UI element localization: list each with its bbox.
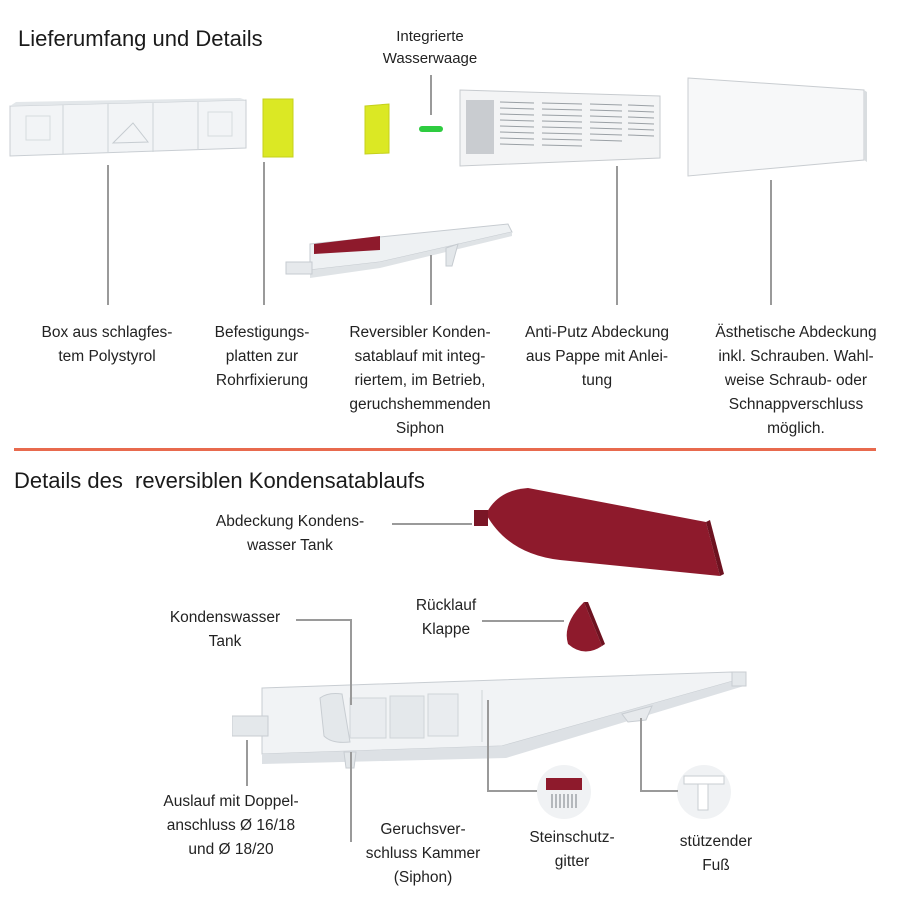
level-label-line: Integrierte [396,28,464,45]
label-tank-cover: Abdeckung Kondens- wasser Tank [196,510,384,558]
caption-line: inkl. Schrauben. Wahl- [718,348,874,365]
caption-line: tung [581,372,613,389]
label-line: anschluss Ø 16/18 [166,817,296,834]
label-tank: Kondenswasser Tank [150,606,300,654]
cardboard-cover-image [459,89,661,167]
polystyrene-box-image [9,98,247,157]
caption-line: Schnappverschluss [728,396,864,413]
label-line: und Ø 18/20 [188,841,274,858]
caption-line: Rohrfixierung [215,372,309,389]
caption-line: satablauf mit integ- [354,348,486,365]
leader-foot-v [640,718,642,790]
label-line: Kondenswasser [169,609,281,626]
label-line: Steinschutz- [529,829,615,846]
return-flap-image [566,602,605,652]
caption-line: aus Pappe mit Anlei- [525,348,669,365]
caption-cardboard: Anti-Putz Abdeckung aus Pappe mit Anlei-… [506,321,688,393]
label-line: Abdeckung Kondens- [215,513,365,530]
label-siphon: Geruchsver- schluss Kammer (Siphon) [352,818,494,890]
spirit-level-image [419,126,443,132]
label-line: Tank [208,633,242,650]
leader-level [430,75,432,115]
stone-guard-detail-image [537,765,591,819]
label-return-flap: Rücklauf Klappe [396,594,496,642]
support-foot-detail-image [677,765,731,819]
leader-box [107,165,109,305]
label-foot: stützender Fuß [658,830,774,878]
caption-line: Befestigungs- [214,324,310,341]
drain-body-image [232,671,747,769]
caption-line: tem Polystyrol [58,348,156,365]
leader-cardboard [616,166,618,305]
caption-line: weise Schraub- oder [724,372,868,389]
section-divider [14,448,876,451]
label-line: gitter [554,853,590,870]
label-line: Fuß [702,857,730,874]
leader-stone-v [487,700,489,790]
caption-aesthetic: Ästhetische Abdeckung inkl. Schrauben. W… [694,321,898,441]
section-title-drain-details: Details des reversiblen Kondensatablaufs [14,468,425,493]
caption-drain: Reversibler Konden- satablauf mit integ-… [332,321,508,441]
level-label-line: Wasserwaage [382,50,478,67]
caption-line: Ästhetische Abdeckung [715,324,877,341]
caption-line: riertem, im Betrieb, [354,372,486,389]
caption-line: geruchshemmenden [349,396,491,413]
label-line: stützender [679,833,753,850]
mounting-plate-image [262,98,294,158]
leader-tank-v [350,619,352,705]
label-outlet: Auslauf mit Doppel- anschluss Ø 16/18 un… [140,790,322,862]
label-stone-grid: Steinschutz- gitter [506,826,638,874]
label-line: schluss Kammer [365,845,481,862]
mounting-plate-image [364,103,390,155]
drain-image-small [285,223,513,278]
caption-plates: Befestigungs- platten zur Rohrfixierung [192,321,332,393]
leader-drain [430,255,432,305]
leader-tank-cover [392,523,472,525]
caption-line: Siphon [395,420,445,437]
label-line: Rücklauf [415,597,477,614]
caption-line: platten zur [225,348,299,365]
label-line: Auslauf mit Doppel- [163,793,299,810]
caption-box: Box aus schlagfes- tem Polystyrol [22,321,192,369]
label-line: Geruchsver- [380,821,466,838]
leader-return-flap [482,620,564,622]
level-label: Integrierte Wasserwaage [360,26,500,70]
leader-outlet [246,740,248,786]
aesthetic-cover-image [687,77,867,177]
leader-siphon [350,752,352,842]
leader-plates [263,162,265,305]
caption-line: Box aus schlagfes- [41,324,173,341]
caption-line: Reversibler Konden- [349,324,491,341]
tank-cover-image [474,488,724,576]
leader-aesthetic [770,180,772,305]
label-line: (Siphon) [393,869,453,886]
leader-foot-h [640,790,678,792]
label-line: Klappe [421,621,471,638]
caption-line: Anti-Putz Abdeckung [525,324,669,341]
caption-line: möglich. [767,420,825,437]
leader-tank-h [296,619,350,621]
label-line: wasser Tank [247,537,333,554]
leader-stone-h [487,790,537,792]
section-title-delivery: Lieferumfang und Details [18,26,263,51]
